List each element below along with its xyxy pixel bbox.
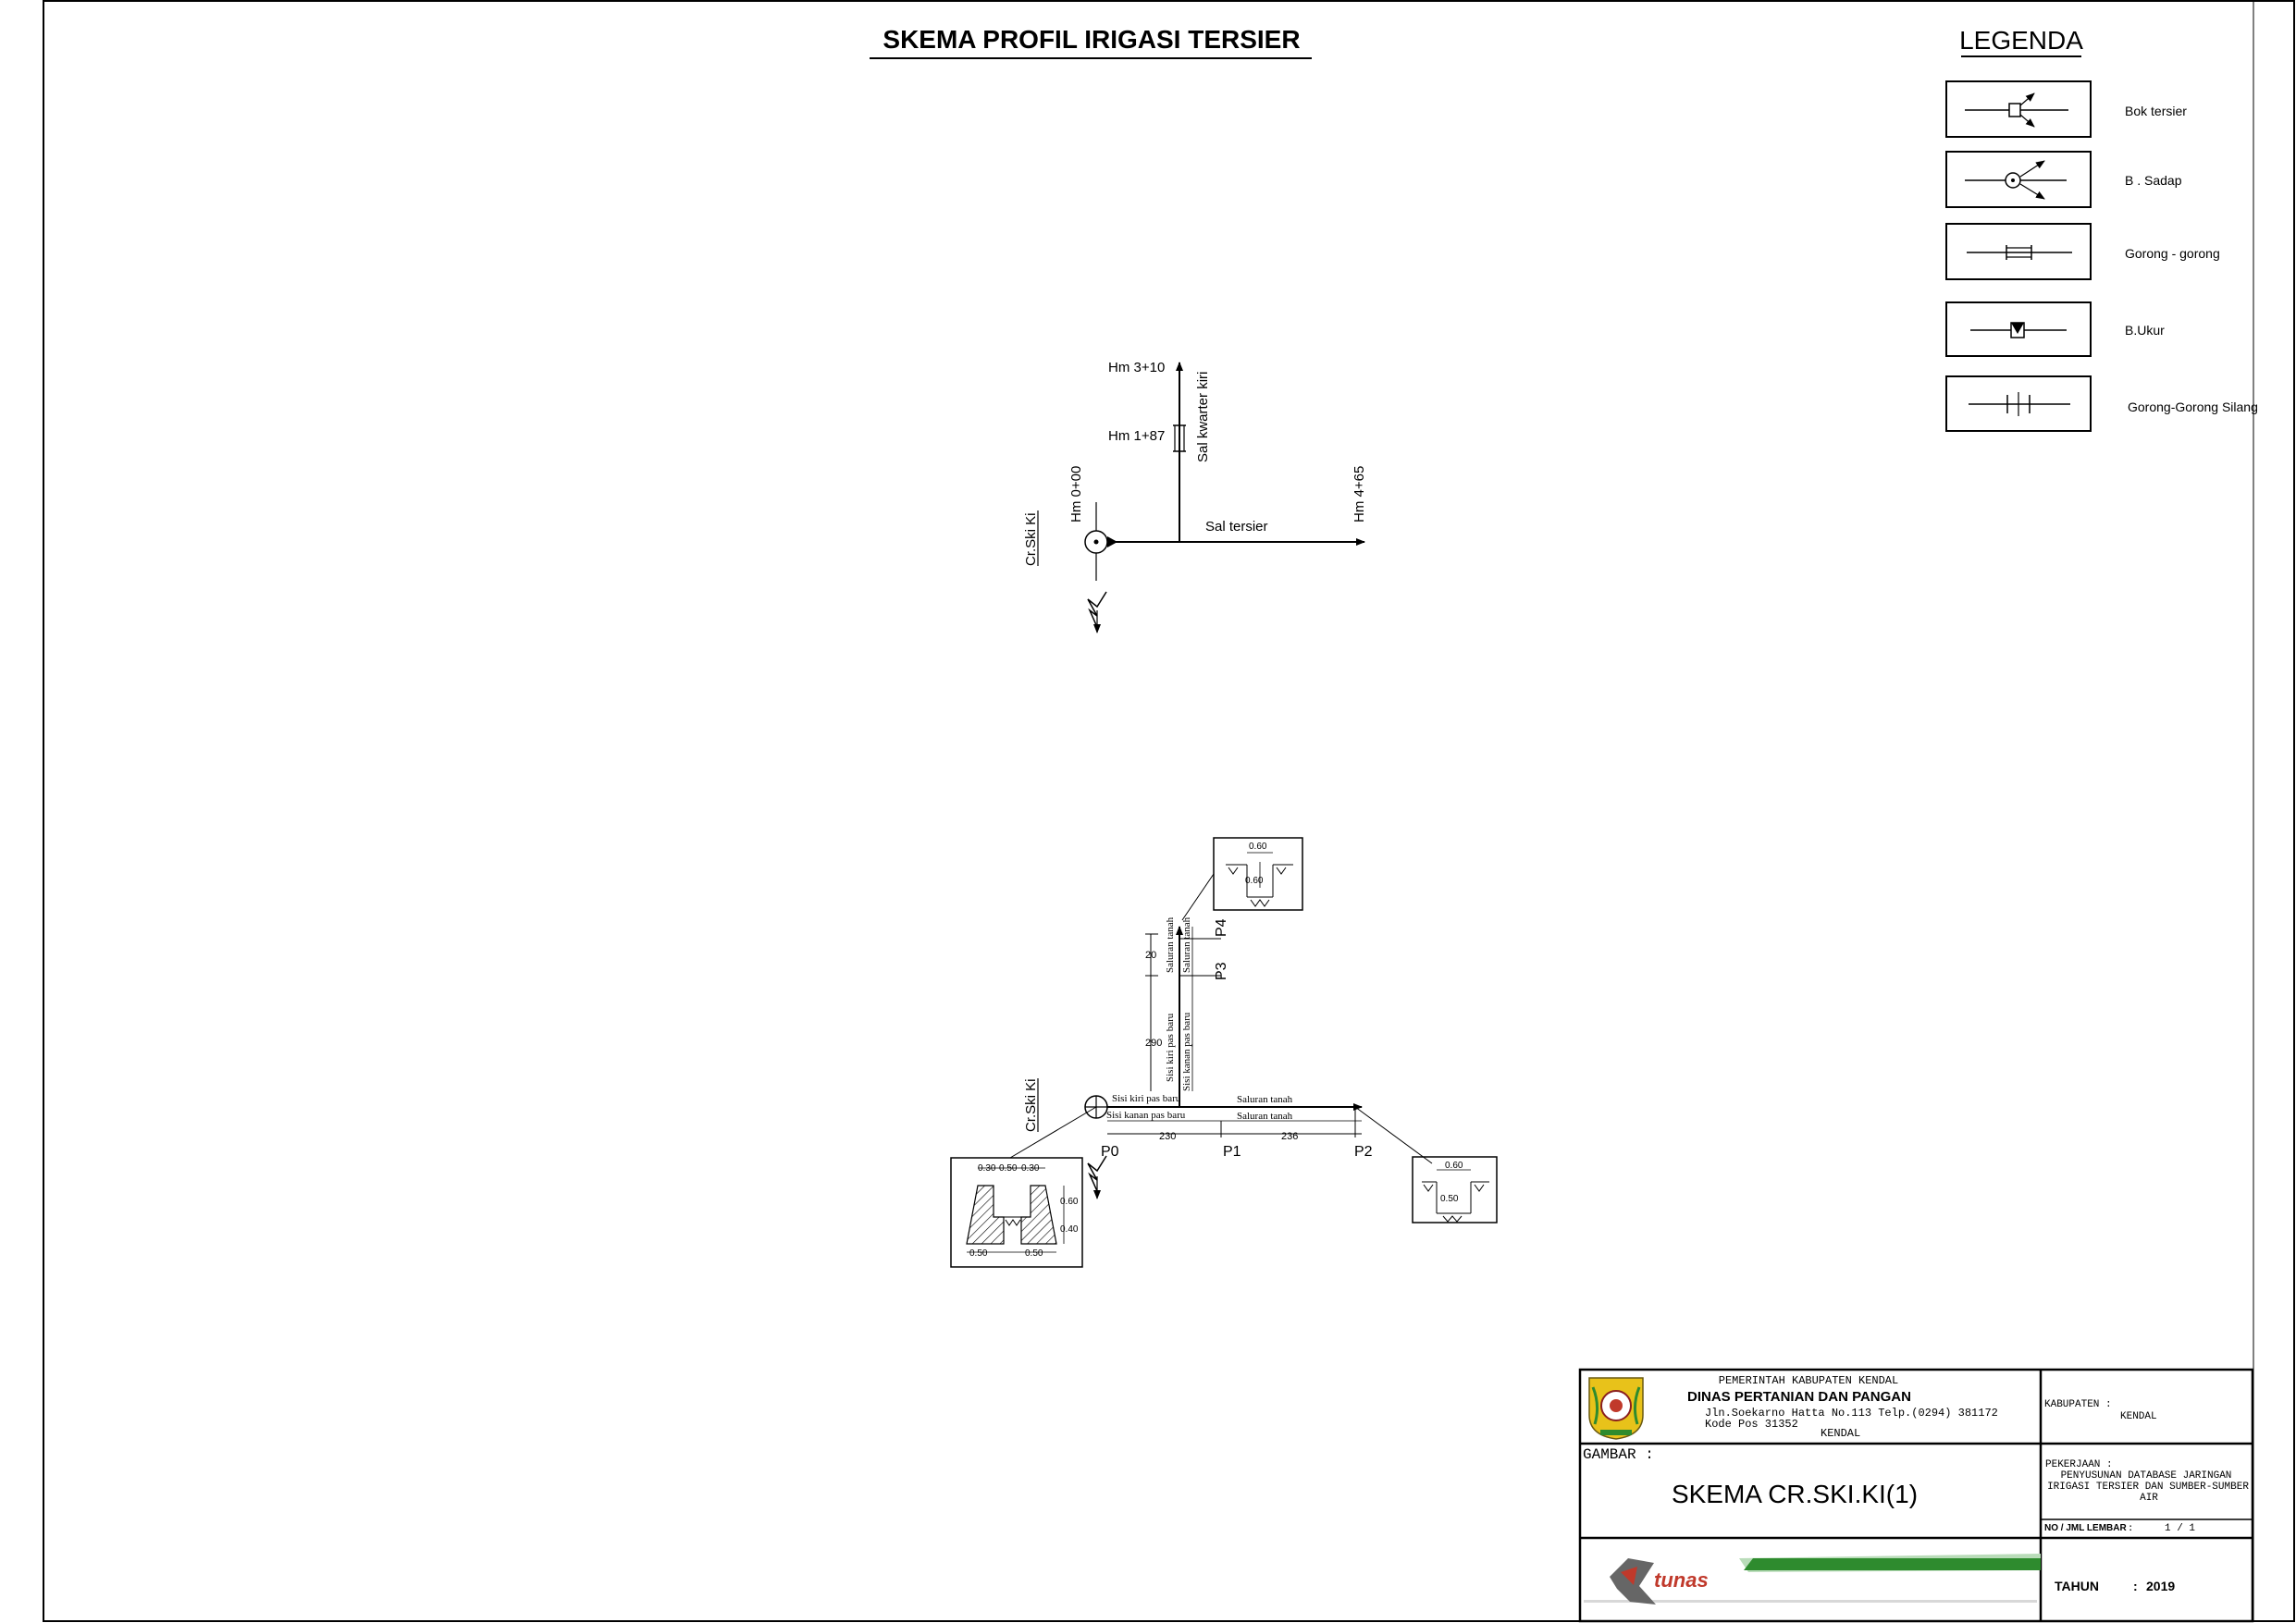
section-p0-right-2: 0.40 [1060, 1224, 1079, 1235]
legend-label-b-ukur: B.Ukur [2125, 323, 2165, 338]
tb-address: Jln.Soekarno Hatta No.113 Telp.(0294) 38… [1705, 1407, 1998, 1420]
tb-postcode: Kode Pos 31352 [1705, 1418, 1798, 1431]
legend-label-gorong-gorong-silang: Gorong-Gorong Silang [2128, 400, 2258, 414]
profile-label-vert-low-2: Sisi kanan pas baru [1181, 1012, 1192, 1091]
cross-section-p4: 0.60 0.60 [1213, 837, 1303, 911]
legend-item-gorong-gorong: Gorong - gorong [1945, 223, 2220, 280]
section-p0-top-3: 0.30 [1021, 1163, 1040, 1174]
legend-item-b-ukur: B.Ukur [1945, 301, 2165, 357]
tb-city: KENDAL [1821, 1427, 1860, 1440]
point-label-p4: P4 [1214, 918, 1229, 937]
profile-label-vert-up-2: Saluran tanah [1181, 916, 1192, 973]
tunas-brand-logo: tunas [1584, 1543, 2041, 1617]
sadap-icon [1084, 530, 1108, 554]
outflow-zigzag [1087, 591, 1107, 628]
tb-pekerjaan-line1: PENYUSUNAN DATABASE JARINGAN [2061, 1470, 2232, 1482]
legend-item-gorong-gorong-silang: Gorong-Gorong Silang [1945, 375, 2258, 432]
cross-section-p2: 0.60 0.50 [1412, 1156, 1498, 1223]
scheme-hm-start: Hm 0+00 [1068, 466, 1084, 523]
tb-pekerjaan-label: PEKERJAAN : [2045, 1459, 2113, 1470]
scheme-hm-end: Hm 4+65 [1352, 466, 1367, 523]
title-block: PEMERINTAH KABUPATEN KENDAL DINAS PERTAN… [1578, 1368, 2254, 1623]
tb-kabupaten-value: KENDAL [2120, 1411, 2157, 1422]
point-label-p3: P3 [1214, 962, 1229, 980]
section-p2-width: 0.60 [1445, 1161, 1463, 1171]
tb-tahun-sep: : [2133, 1579, 2138, 1593]
tb-tahun-value: 2019 [2146, 1579, 2175, 1593]
segment-length-p1-p2: 236 [1281, 1131, 1298, 1142]
tb-tahun-label: TAHUN [2055, 1579, 2099, 1593]
profile-source-label: Cr.Ski Ki [1023, 1078, 1039, 1132]
section-p4-width: 0.60 [1249, 842, 1267, 852]
segment-length-p0-p1: 230 [1159, 1131, 1176, 1142]
legend-label-b-sadap: B . Sadap [2125, 173, 2182, 188]
profile-label-vert-up-1: Saluran tanah [1165, 916, 1176, 973]
profile-label-left-bottom: Sisi kanan pas baru [1106, 1110, 1186, 1121]
kendal-logo-icon [1588, 1377, 1644, 1440]
bok-tersier-icon [1965, 92, 2068, 128]
section-p0-top-2: 0.50 [999, 1163, 1018, 1174]
point-label-p0: P0 [1101, 1144, 1119, 1160]
tb-pekerjaan-line2: IRIGASI TERSIER DAN SUMBER-SUMBER [2047, 1482, 2249, 1493]
bangunan-ukur-icon [1970, 322, 2067, 338]
bangunan-sadap-icon [1965, 160, 2067, 200]
segment-length-p0-p3: 290 [1145, 1038, 1162, 1049]
cross-section-p0: 0.30 0.50 0.30 0.60 0.40 0.50 0.50 [950, 1157, 1083, 1268]
tb-lembar-value: 1 / 1 [2165, 1523, 2195, 1534]
profile-label-right-top: Saluran tanah [1237, 1094, 1293, 1105]
section-p0-right-1: 0.60 [1060, 1197, 1079, 1207]
point-label-p2: P2 [1354, 1144, 1373, 1160]
profile-diagram: Cr.Ski Ki Sisi kiri pas baru Sisi kanan … [950, 837, 1498, 1268]
section-p0-top-1: 0.30 [978, 1163, 996, 1174]
tb-kabupaten-label: KABUPATEN : [2044, 1399, 2112, 1410]
point-label-p1: P1 [1223, 1144, 1241, 1160]
page-title: SKEMA PROFIL IRIGASI TERSIER [883, 25, 1300, 54]
sheet-border [43, 0, 2295, 1622]
legend: LEGENDA Bok tersier B . Sadap [1945, 26, 2258, 432]
scheme-source-label: Cr.Ski Ki [1023, 512, 1039, 566]
profile-label-left-top: Sisi kiri pas baru [1112, 1093, 1181, 1104]
section-p2-depth: 0.50 [1440, 1194, 1459, 1204]
tb-pekerjaan-line3: AIR [2140, 1493, 2158, 1504]
scheme-main-channel-label: Sal tersier [1205, 519, 1268, 535]
gorong-gorong-icon [1967, 245, 2072, 260]
tb-gov: PEMERINTAH KABUPATEN KENDAL [1719, 1374, 1898, 1387]
scheme-branch-channel-label: Sal kwarter kiri [1195, 372, 1211, 462]
gorong-gorong-icon [1173, 424, 1186, 452]
tb-gambar-label: GAMBAR : [1583, 1446, 1654, 1463]
tb-lembar-label: NO / JML LEMBAR : [2044, 1523, 2132, 1533]
legend-label-gorong-gorong: Gorong - gorong [2125, 246, 2220, 261]
scheme-hm-mid: Hm 1+87 [1108, 428, 1165, 444]
tb-dept: DINAS PERTANIAN DAN PANGAN [1687, 1389, 1911, 1405]
legend-title: LEGENDA [1959, 26, 2083, 55]
profile-label-vert-low-1: Sisi kiri pas baru [1165, 1013, 1176, 1082]
gorong-gorong-silang-icon [1969, 392, 2070, 416]
tb-drawing-name: SKEMA CR.SKI.KI(1) [1672, 1480, 1918, 1508]
scheme-diagram: Cr.Ski Ki Sal tersier Hm 0+00 Hm 4+65 Sa… [1023, 360, 1367, 633]
legend-item-b-sadap: B . Sadap [1945, 151, 2182, 208]
brand-text: tunas [1654, 1568, 1709, 1592]
section-p4-depth: 0.60 [1245, 876, 1264, 886]
profile-label-right-bottom: Saluran tanah [1237, 1111, 1293, 1122]
segment-length-p3-p4: 20 [1145, 950, 1156, 961]
outflow-zigzag [1087, 1155, 1107, 1192]
section-p0-bottom-1: 0.50 [969, 1248, 988, 1259]
scheme-hm-top: Hm 3+10 [1108, 360, 1165, 375]
legend-label-bok-tersier: Bok tersier [2125, 104, 2187, 118]
legend-item-bok-tersier: Bok tersier [1945, 80, 2187, 138]
section-p0-bottom-2: 0.50 [1025, 1248, 1043, 1259]
